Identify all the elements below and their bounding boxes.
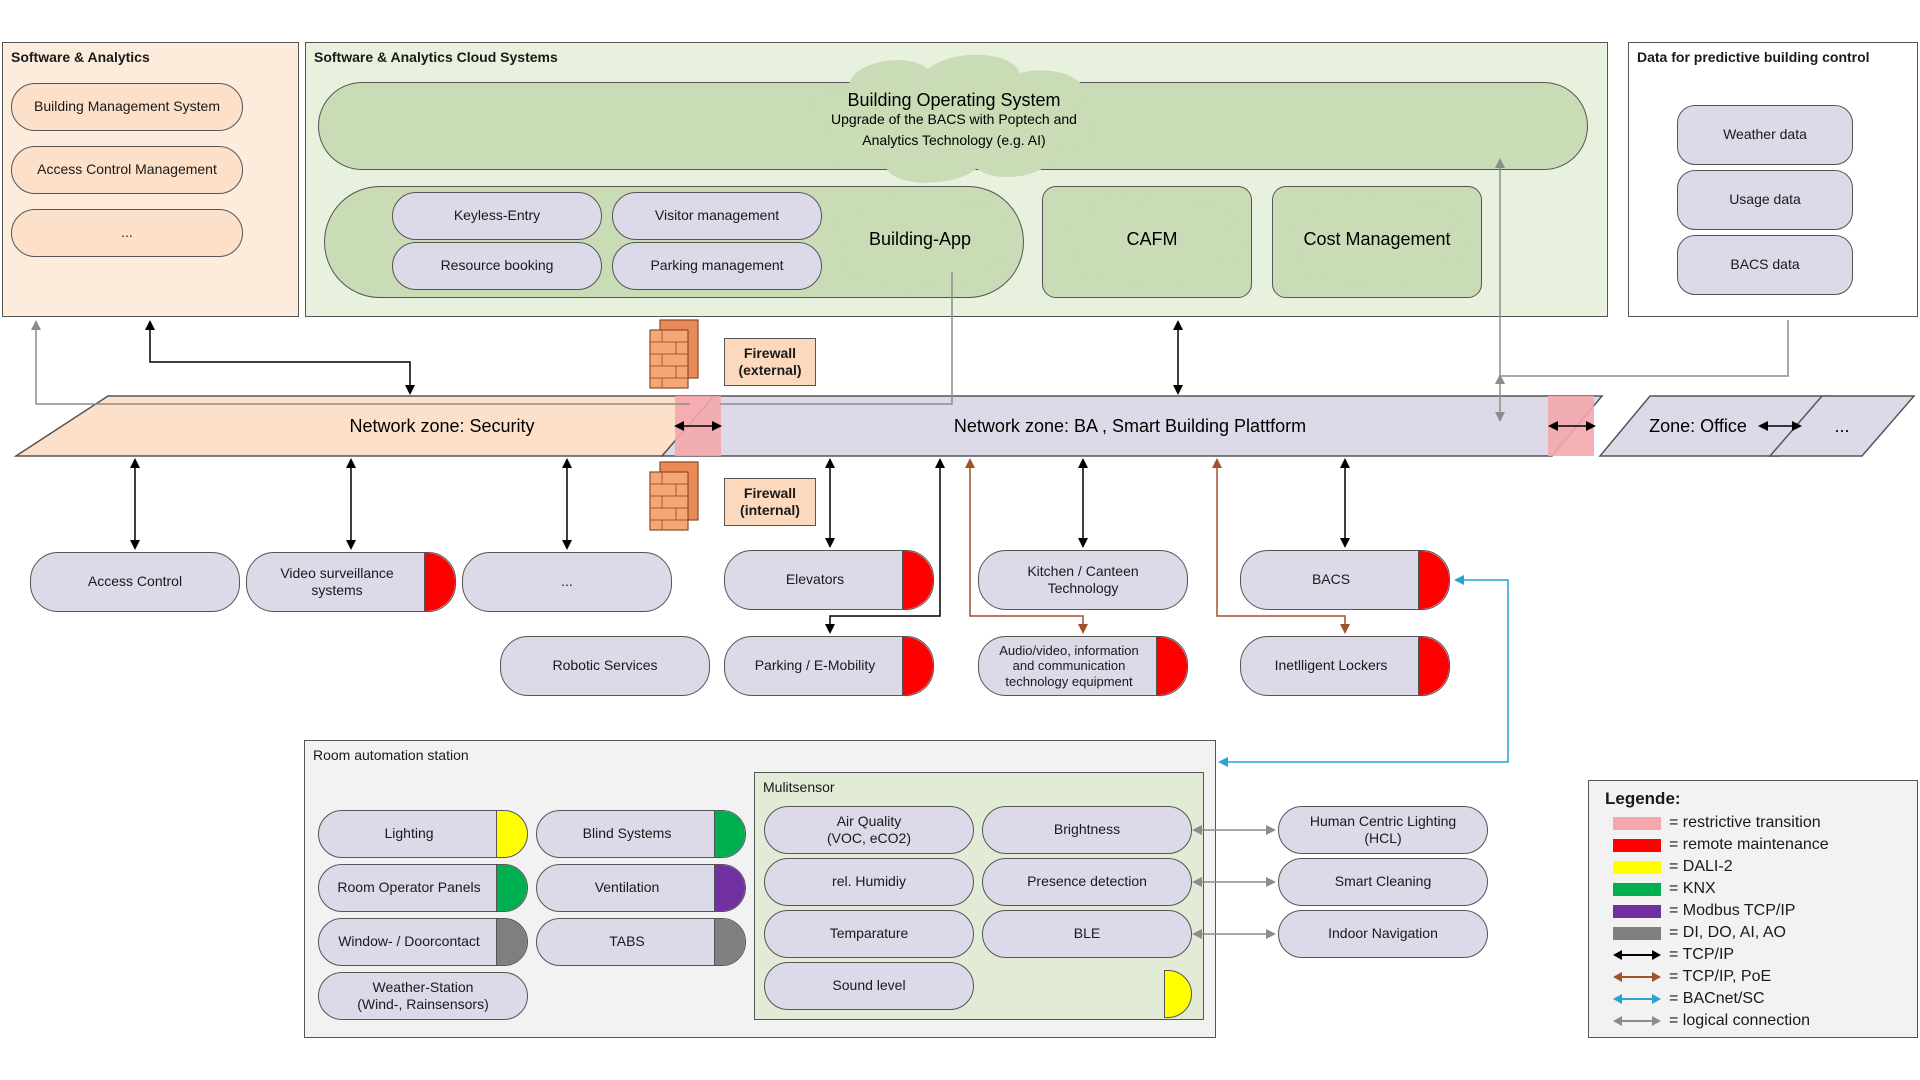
- legend-row: = DALI-2: [1613, 857, 1733, 877]
- legend-arrow-icon: [1613, 1016, 1661, 1026]
- legend-label: = BACnet/SC: [1669, 990, 1765, 1007]
- keyless-entry[interactable]: Keyless-Entry: [392, 192, 602, 240]
- ble[interactable]: BLE: [982, 910, 1192, 958]
- intelligent-lockers[interactable]: Inetlligent Lockers: [1240, 636, 1450, 696]
- legend-arrow-icon: [1613, 972, 1661, 982]
- security-devices-more[interactable]: ...: [462, 552, 672, 612]
- legend-row: = TCP/IP: [1613, 945, 1734, 965]
- legend-row: = remote maintenance: [1613, 835, 1829, 855]
- more-zone[interactable]: [1768, 395, 1916, 457]
- smart-cleaning[interactable]: Smart Cleaning: [1278, 858, 1488, 906]
- legend-row: = DI, DO, AI, AO: [1613, 923, 1786, 943]
- predictive-data-title: Data for predictive building control: [1637, 49, 1870, 65]
- indoor-navigation[interactable]: Indoor Navigation: [1278, 910, 1488, 958]
- tabs[interactable]: TABS: [536, 918, 746, 966]
- legend-row: = KNX: [1613, 879, 1716, 899]
- cost-management-label: Cost Management: [1303, 229, 1450, 249]
- lighting[interactable]: Lighting: [318, 810, 528, 858]
- legend-label: = KNX: [1669, 880, 1716, 897]
- firewall-external-label: Firewall(external): [724, 338, 816, 386]
- software-analytics-panel: Software & Analytics Building Management…: [2, 42, 299, 317]
- access-control[interactable]: Access Control: [30, 552, 240, 612]
- legend: Legende: = restrictive transition = remot…: [1588, 780, 1918, 1038]
- legend-swatch: [1613, 882, 1661, 896]
- multisensor-title: Mulitsensor: [763, 779, 835, 795]
- rel-humidity[interactable]: rel. Humidiy: [764, 858, 974, 906]
- restrictive-transition-ba-office: [1548, 396, 1594, 456]
- weather-station-label: Weather-Station(Wind-, Rainsensors): [357, 978, 489, 1013]
- cloud-systems-title: Software & Analytics Cloud Systems: [314, 49, 558, 65]
- legend-row: = TCP/IP, PoE: [1613, 967, 1771, 987]
- room-automation-title: Room automation station: [313, 747, 469, 763]
- air-quality[interactable]: Air Quality(VOC, eCO2): [764, 806, 974, 854]
- sound-level[interactable]: Sound level: [764, 962, 974, 1010]
- legend-label: = DALI-2: [1669, 858, 1733, 875]
- legend-title: Legende:: [1605, 789, 1681, 808]
- air-quality-label: Air Quality(VOC, eCO2): [826, 812, 911, 847]
- visitor-management[interactable]: Visitor management: [612, 192, 822, 240]
- temperature[interactable]: Temparature: [764, 910, 974, 958]
- legend-swatch: [1613, 904, 1661, 918]
- legend-label: = DI, DO, AI, AO: [1669, 924, 1786, 941]
- legend-row: = Modbus TCP/IP: [1613, 901, 1795, 921]
- legend-row: = BACnet/SC: [1613, 989, 1765, 1009]
- resource-booking[interactable]: Resource booking: [392, 242, 602, 290]
- presence-detection[interactable]: Presence detection: [982, 858, 1192, 906]
- legend-arrow-icon: [1613, 950, 1661, 960]
- legend-swatch: [1613, 838, 1661, 852]
- cafm-label: CAFM: [1127, 229, 1178, 249]
- legend-swatch: [1613, 926, 1661, 940]
- window-doorcontact[interactable]: Window- / Doorcontact: [318, 918, 528, 966]
- firewall-external-icon: [649, 319, 699, 389]
- room-operator-panels[interactable]: Room Operator Panels: [318, 864, 528, 912]
- building-management-system[interactable]: Building Management System: [11, 83, 243, 131]
- firewall-internal-icon: [649, 461, 699, 531]
- robotic-services[interactable]: Robotic Services: [500, 636, 710, 696]
- bacs[interactable]: BACS: [1240, 550, 1450, 610]
- software-analytics-more[interactable]: ...: [11, 209, 243, 257]
- legend-arrow-icon: [1613, 994, 1661, 1004]
- office-zone-label: Zone: Office: [1649, 416, 1747, 436]
- elevators[interactable]: Elevators: [724, 550, 934, 610]
- bos-title: Building Operating System: [847, 90, 1060, 110]
- parking-e-mobility[interactable]: Parking / E-Mobility: [724, 636, 934, 696]
- firewall-internal-label: Firewall(internal): [724, 478, 816, 526]
- weather-data[interactable]: Weather data: [1677, 105, 1853, 165]
- bos-line2: Analytics Technology (e.g. AI): [862, 132, 1045, 148]
- security-zone-label: Network zone: Security: [349, 416, 534, 436]
- ba-zone-label: Network zone: BA , Smart Building Plattf…: [954, 416, 1306, 436]
- legend-row: = restrictive transition: [1613, 813, 1821, 833]
- legend-swatch: [1613, 860, 1661, 874]
- ventilation[interactable]: Ventilation: [536, 864, 746, 912]
- legend-swatch: [1613, 816, 1661, 830]
- blind-systems[interactable]: Blind Systems: [536, 810, 746, 858]
- weather-station[interactable]: Weather-Station(Wind-, Rainsensors): [318, 972, 528, 1020]
- legend-label: = logical connection: [1669, 1012, 1810, 1029]
- legend-label: = TCP/IP, PoE: [1669, 968, 1772, 985]
- access-control-management[interactable]: Access Control Management: [11, 146, 243, 194]
- restrictive-transition-security-ba: [675, 396, 721, 456]
- legend-label: = restrictive transition: [1669, 814, 1821, 831]
- software-analytics-title: Software & Analytics: [11, 49, 150, 65]
- brightness[interactable]: Brightness: [982, 806, 1192, 854]
- more-zone-label: ...: [1834, 416, 1849, 436]
- legend-row: = logical connection: [1613, 1011, 1810, 1031]
- legend-label: = Modbus TCP/IP: [1669, 902, 1796, 919]
- legend-label: = remote maintenance: [1669, 836, 1829, 853]
- human-centric-lighting[interactable]: Human Centric Lighting(HCL): [1278, 806, 1488, 854]
- building-app-label: Building-App: [869, 229, 971, 249]
- hcl-label: Human Centric Lighting(HCL): [1309, 812, 1457, 847]
- bos-line1: Upgrade of the BACS with Poptech and: [831, 111, 1077, 127]
- legend-label: = TCP/IP: [1669, 946, 1735, 963]
